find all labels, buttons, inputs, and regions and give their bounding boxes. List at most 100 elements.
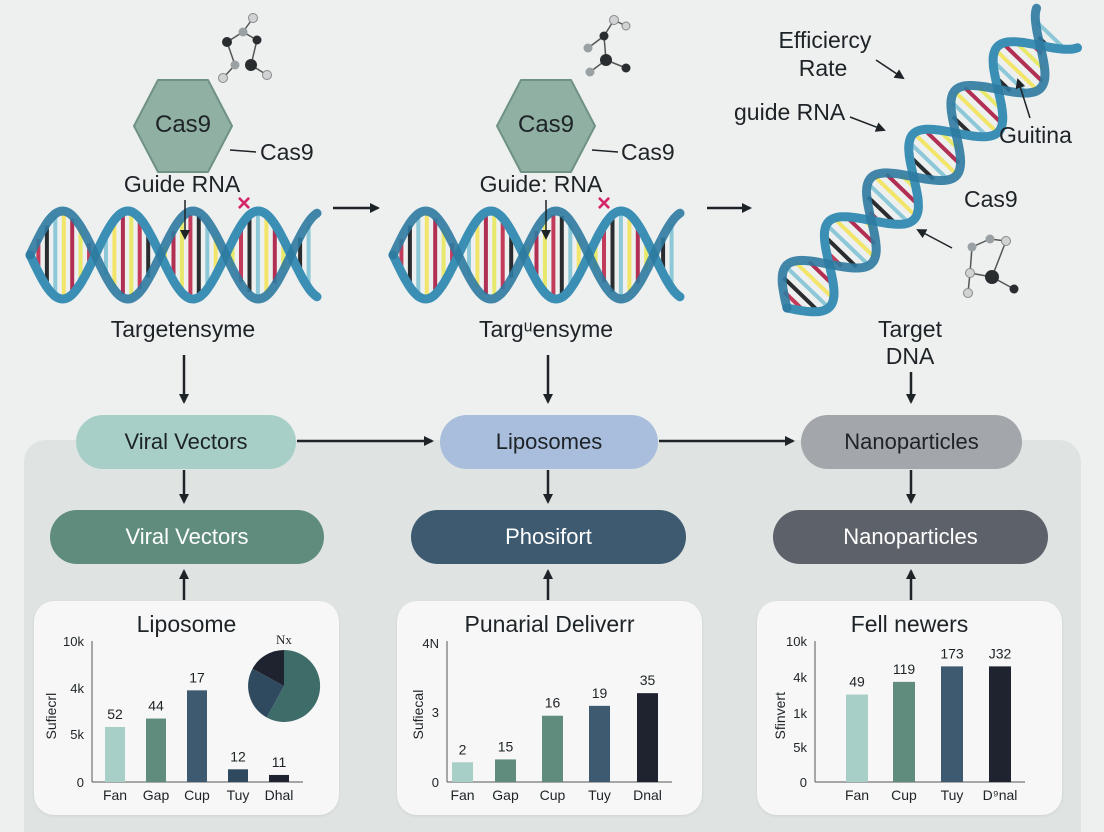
pie-slice	[252, 650, 284, 686]
molecule-icon	[963, 234, 1019, 298]
bar-value-label: J32	[989, 645, 1012, 661]
y-tick-label: 1k	[793, 706, 807, 721]
bar-value-label: 15	[498, 738, 514, 754]
bar-value-label: 19	[592, 685, 608, 701]
cas9-callout-label: Cas9	[964, 186, 1018, 212]
helix-strand	[25, 206, 322, 304]
target-enzyme-label: Targᵘensyme	[478, 316, 614, 342]
bar	[146, 718, 166, 782]
x-tick-label: D⁹nal	[983, 787, 1018, 803]
x-tick-label: Fan	[450, 787, 474, 803]
pill-label: Phosifort	[505, 524, 592, 549]
helix-strand	[782, 37, 1082, 317]
bar	[542, 715, 563, 782]
base-pair-rung	[786, 266, 829, 308]
base-pair-rung	[874, 175, 916, 217]
bar	[495, 759, 516, 782]
bar	[228, 769, 248, 782]
base-pair-rung	[1003, 43, 1044, 83]
y-tick-label: 4k	[70, 681, 84, 696]
efficiency-rate-label-line2: Rate	[798, 55, 848, 81]
base-pair-rung	[963, 86, 1003, 124]
dna-helix-1	[25, 206, 322, 304]
bar	[846, 694, 868, 782]
bar-value-label: 49	[849, 674, 865, 690]
pill-label: Nanoparticles	[843, 524, 978, 549]
helix-strand	[388, 206, 685, 304]
pie-label: Nх	[276, 632, 292, 647]
pill-label: Viral Vectors	[125, 524, 249, 549]
bar-value-label: 11	[272, 754, 287, 770]
dna-helix-2	[388, 206, 685, 304]
molecule-icon	[583, 15, 631, 77]
helix-strand	[388, 206, 685, 304]
bar	[589, 705, 610, 782]
guide-rna-callout-label: guide RNA	[734, 99, 846, 125]
bar-chart-fell-newers: Sfinvert10k4k1k5k049Fan119Cup173TuyJ32D⁹…	[772, 634, 1025, 803]
bar	[105, 727, 125, 782]
method-node-viral-vectors[interactable]: Viral Vectors	[50, 510, 324, 564]
base-pair-rung	[868, 183, 909, 223]
delivery-node-nanoparticles[interactable]: Nanoparticles	[801, 415, 1022, 469]
x-tick-label: Tuy	[227, 787, 250, 803]
y-axis-label: Sufiecal	[410, 690, 426, 740]
y-tick-label: 4k	[793, 670, 807, 685]
base-pair-rung	[826, 224, 869, 266]
cas9-protein-text: Cas9	[517, 111, 575, 138]
y-tick-label: 0	[77, 775, 84, 790]
base-pair-rung	[846, 216, 877, 246]
bar-value-label: 52	[107, 706, 123, 722]
cas9-protein-shape	[133, 79, 233, 173]
bar-value-label: 44	[148, 698, 164, 714]
y-tick-label: 3	[432, 705, 439, 720]
base-pair-rung	[909, 142, 949, 180]
pie-slice	[248, 668, 284, 718]
base-pair-rung	[866, 195, 897, 225]
base-pair-rung	[794, 261, 834, 299]
cut-mark-icon: ×	[237, 190, 252, 217]
bar-value-label: 12	[230, 748, 246, 764]
x-tick-label: Dhal	[265, 787, 294, 803]
cas9-callout-label: Cas9	[260, 139, 314, 165]
bar-value-label: 173	[940, 645, 964, 661]
molecule-icon	[218, 13, 272, 83]
pill-label: Viral Vectors	[124, 429, 248, 454]
bar-value-label: 16	[545, 695, 561, 711]
bar-chart-liposome: Sufiecrl10k4k5k052Fan44Gap17Cup12Tuy11Dh…	[43, 632, 321, 803]
cas9-callout-label: Cas9	[621, 139, 675, 165]
delivery-node-viral-vectors[interactable]: Viral Vectors	[76, 415, 296, 469]
delivery-node-liposomes[interactable]: Liposomes	[440, 415, 658, 469]
base-pair-rung	[951, 101, 988, 137]
target-dna-label-line1: Target	[878, 316, 942, 342]
cut-mark-icon: ×	[597, 190, 612, 217]
x-tick-label: Fan	[103, 787, 127, 803]
base-pair-rung	[885, 172, 919, 206]
chart-title: Punarial Deliverr	[464, 611, 635, 637]
y-tick-label: 10k	[63, 634, 84, 649]
base-pair-rung	[914, 133, 957, 175]
x-tick-label: Cup	[540, 787, 566, 803]
base-pair-rung	[834, 218, 875, 258]
x-tick-label: Gap	[492, 787, 519, 803]
target-enzyme-label: Targetensyme	[110, 316, 256, 342]
bar-value-label: 17	[189, 669, 205, 685]
x-tick-label: Fan	[845, 787, 869, 803]
cas9-protein-shape	[496, 79, 596, 173]
efficiency-rate-label-line1: Efficiercy	[778, 27, 872, 53]
base-pair-rung	[1015, 41, 1045, 71]
method-node-phosifort[interactable]: Phosifort	[411, 510, 686, 564]
x-tick-label: Cup	[891, 787, 917, 803]
base-pair-rung	[924, 129, 961, 165]
y-tick-label: 10k	[786, 634, 807, 649]
x-tick-label: Tuy	[588, 787, 611, 803]
guide-rna-label: Guide: RNA	[479, 171, 603, 197]
y-axis-label: Sufiecrl	[43, 693, 59, 740]
pie-slice	[266, 649, 321, 722]
base-pair-rung	[1035, 20, 1066, 50]
x-tick-label: Tuy	[941, 787, 964, 803]
method-node-nanoparticles[interactable]: Nanoparticles	[773, 510, 1048, 564]
bar-value-label: 2	[459, 741, 467, 757]
